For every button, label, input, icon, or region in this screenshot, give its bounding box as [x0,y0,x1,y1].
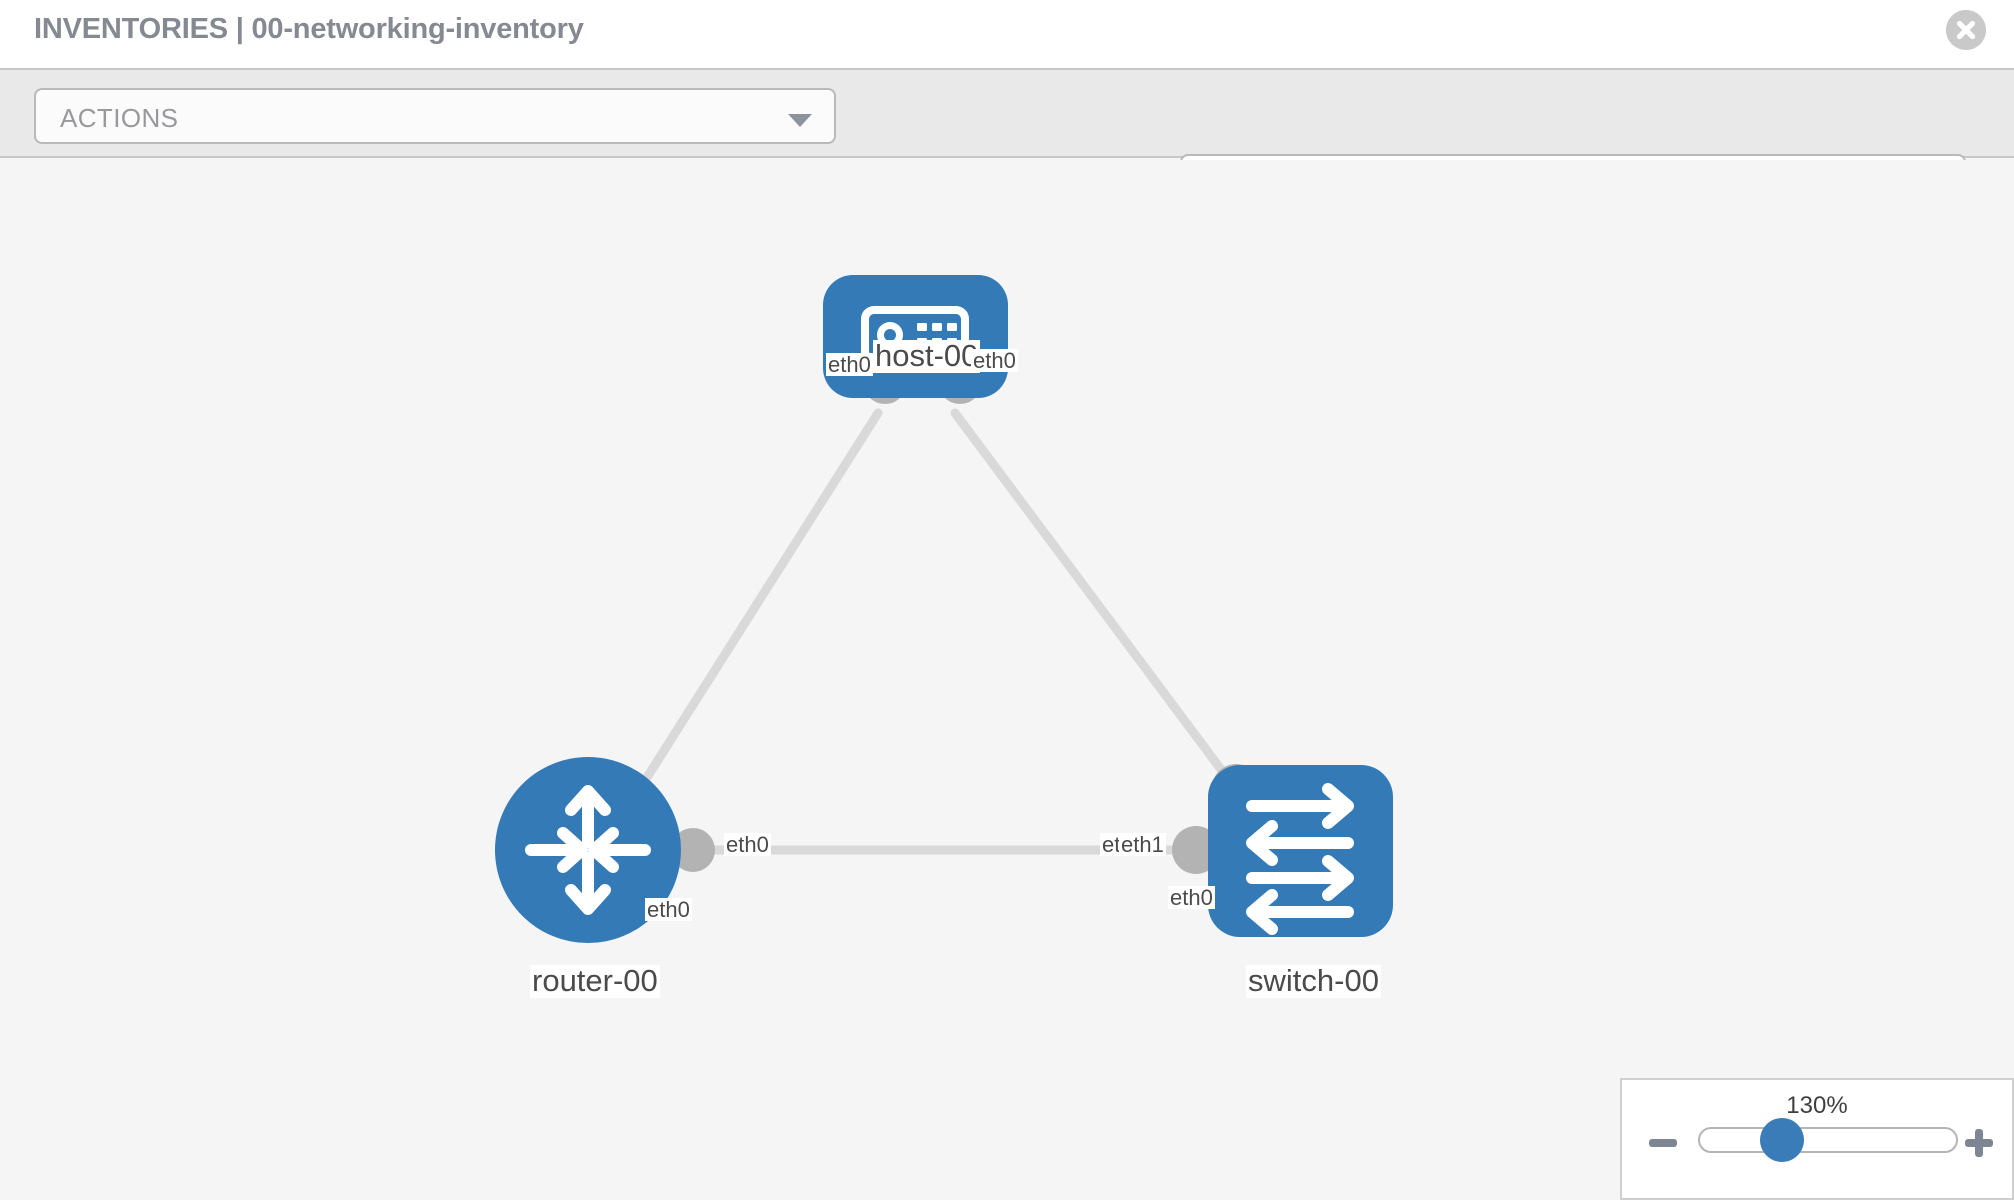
port-label-host-right: eth0 [971,348,1018,373]
topology-links [615,408,1260,855]
node-label-switch-00: switch-00 [1246,963,1381,998]
port-router-right[interactable] [671,828,715,872]
port-label-switch-up: eth0 [1168,885,1215,910]
node-host-00[interactable] [823,275,1008,398]
topology-ports [671,360,1260,874]
zoom-percent-label: 130% [1786,1092,1848,1119]
toolbar: ACTIONS SEARCH [0,68,2014,210]
zoom-slider-track[interactable] [1698,1127,1958,1153]
node-switch-00[interactable] [1208,765,1393,937]
port-label-router-right: eth0 [724,832,771,857]
port-label-host-left: eth0 [826,352,873,377]
link-host-router[interactable] [615,408,883,825]
actions-dropdown-label: ACTIONS [60,103,179,133]
page-header: INVENTORIES | 00-networking-inventory [0,0,2014,68]
port-label-switch-left-b: eth1 [1119,832,1166,857]
router-icon [525,785,651,915]
plus-icon[interactable] [1962,1126,1996,1160]
topology-graph [495,275,1393,943]
minus-icon[interactable] [1646,1126,1680,1160]
actions-dropdown[interactable]: ACTIONS [34,88,836,144]
switch-icon [1246,783,1354,935]
port-label-router-up: eth0 [645,897,692,922]
close-icon[interactable] [1946,10,1986,50]
link-host-switch[interactable] [950,408,1260,820]
chevron-down-icon [788,114,812,127]
zoom-control-panel: 130% [1620,1078,2014,1200]
zoom-slider-thumb[interactable] [1760,1118,1804,1162]
node-label-router-00: router-00 [530,963,660,998]
page-title: INVENTORIES | 00-networking-inventory [34,13,584,45]
topology-canvas[interactable]: eth0 host-00 eth0 eth0 eth0 eth0 eth eth… [0,160,2014,1200]
node-router-00[interactable] [495,757,681,943]
node-label-host-00: host-00 [873,338,981,373]
